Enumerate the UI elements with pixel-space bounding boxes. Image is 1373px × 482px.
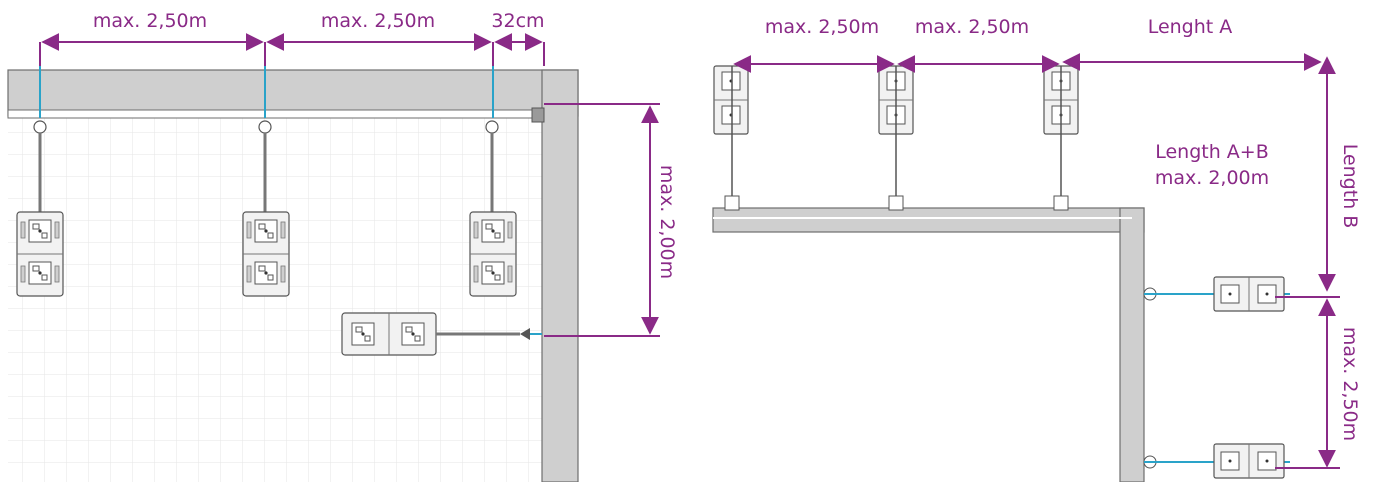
left-label-max-1: max. 2,50m xyxy=(93,10,207,32)
anchor-icon xyxy=(1053,195,1069,211)
right-label-length-b: Length B xyxy=(1339,144,1361,229)
right-side-wall xyxy=(1119,207,1145,482)
left-panel: max. 2,50m max. 2,50m 32cm max. 2,00m xyxy=(7,10,678,482)
right-label-max-1: max. 2,50m xyxy=(765,16,879,38)
right-top-wall xyxy=(712,207,1145,233)
right-label-vertical-max: max. 2,50m xyxy=(1339,327,1361,441)
right-room-floor xyxy=(713,232,1140,482)
right-label-length-ab-2: max. 2,00m xyxy=(1155,167,1269,189)
right-label-length-ab-1: Length A+B xyxy=(1155,141,1269,163)
right-side-box-1 xyxy=(1143,276,1290,312)
left-dimensions xyxy=(39,33,660,337)
right-label-max-2: max. 2,50m xyxy=(915,16,1029,38)
left-right-wall xyxy=(541,69,579,482)
outlet-box-icon xyxy=(342,313,436,355)
anchor-icon xyxy=(33,120,47,134)
outlet-box-icon xyxy=(1213,276,1285,312)
anchor-icon xyxy=(888,195,904,211)
outlet-box-icon xyxy=(1213,443,1285,479)
left-pendant-2 xyxy=(243,62,289,296)
right-dimensions xyxy=(733,53,1340,469)
left-label-vertical: max. 2,00m xyxy=(656,165,678,279)
left-label-max-2: max. 2,50m xyxy=(321,10,435,32)
outlet-box-icon xyxy=(470,212,516,296)
right-label-length-a: Lenght A xyxy=(1148,16,1233,38)
left-side-box xyxy=(342,313,542,355)
outlet-box-icon xyxy=(17,212,63,296)
outlet-box-icon xyxy=(713,65,749,135)
right-panel: max. 2,50m max. 2,50m Lenght A Length A+… xyxy=(712,16,1361,482)
left-room-floor xyxy=(8,118,542,482)
left-pendant-1 xyxy=(17,62,63,296)
right-pendant-3 xyxy=(1043,65,1079,211)
left-pendant-3 xyxy=(470,62,516,296)
right-side-box-2 xyxy=(1143,443,1290,479)
anchor-icon xyxy=(724,195,740,211)
anchor-icon xyxy=(485,120,499,134)
left-rail xyxy=(7,109,543,119)
left-top-wall xyxy=(7,69,579,117)
anchor-icon xyxy=(258,120,272,134)
outlet-box-icon xyxy=(243,212,289,296)
left-label-offset: 32cm xyxy=(491,10,544,32)
right-pendant-2 xyxy=(878,65,914,211)
right-pendant-1 xyxy=(713,65,749,211)
